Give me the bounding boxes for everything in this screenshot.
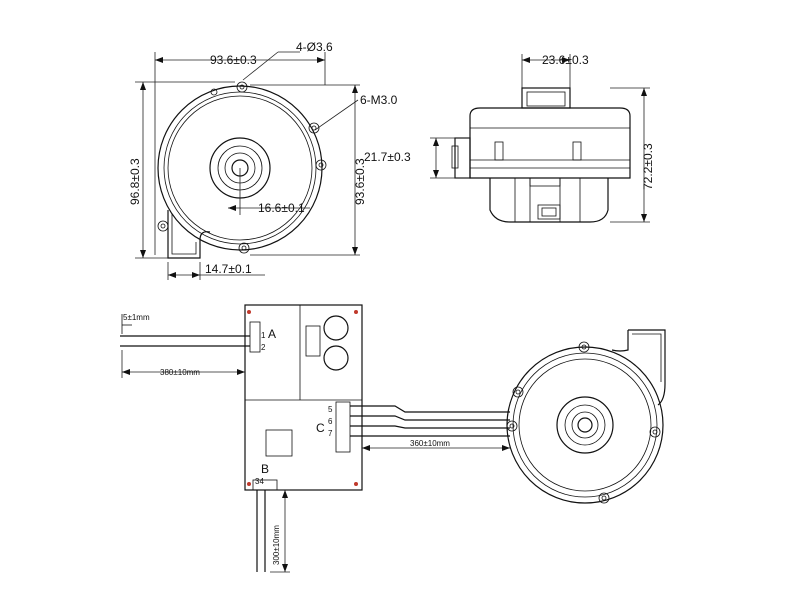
- connector-label-c: C: [316, 421, 325, 435]
- lead-b-length: 300±10mm: [272, 525, 281, 565]
- dim-holes: 4-Ø3.6: [296, 40, 333, 54]
- dim-top-width: 93.6±0.3: [210, 53, 257, 67]
- dim-side-right: 72.2±0.3: [641, 143, 655, 190]
- connector-label-b: B: [261, 462, 269, 476]
- dim-side-top: 23.6±0.3: [542, 53, 589, 67]
- pin-c-6: 6: [328, 417, 333, 426]
- pin-b: 34: [255, 477, 264, 486]
- lead-c-length: 360±10mm: [410, 439, 450, 448]
- wiring-view: 1 2 A 5±1mm 380±10mm 5 6 7 C 360±10mm 34…: [120, 304, 666, 573]
- pin-a-1: 1: [261, 331, 266, 340]
- front-view: 93.6±0.3 4-Ø3.6 6-M3.0 96.8±0.3 93.6±0.3: [128, 40, 398, 280]
- connector-label-a: A: [268, 327, 276, 341]
- pin-c-5: 5: [328, 405, 333, 414]
- side-view: 23.6±0.3 21.7±0.3: [364, 53, 655, 223]
- pin-a-2: 2: [261, 343, 266, 352]
- dim-left-height: 96.8±0.3: [128, 158, 142, 205]
- dim-side-left: 21.7±0.3: [364, 150, 411, 164]
- dim-threads: 6-M3.0: [360, 93, 398, 107]
- pin-c-7: 7: [328, 429, 333, 438]
- dim-center-offset: 16.6±0.1: [258, 201, 305, 215]
- dim-outlet-width: 14.7±0.1: [205, 262, 252, 276]
- lead-a-length: 380±10mm: [160, 368, 200, 377]
- dim-right-height: 93.6±0.3: [353, 158, 367, 205]
- spacing-label: 5±1mm: [123, 313, 150, 322]
